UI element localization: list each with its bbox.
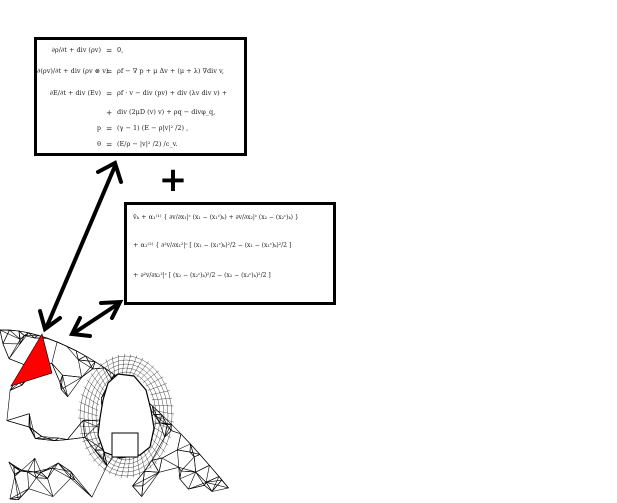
equation-row: ∂E/∂t + div (Ev) = ρf · v − div (pv) + div… (37, 89, 244, 99)
reconstruction-body: { ∂²v/∂x₁²|ᶜ [ (x₁ − (x₁ᶜ)ₖ)²/2 − (x₁ − … (155, 242, 292, 249)
equation-rhs: ρf − ∇ p + μ Δv + (μ + λ) ∇div v, (117, 67, 224, 75)
equation-rhs: ρf · v − div (pv) + div (λv div v) + (117, 89, 228, 97)
equation-relation: = (106, 67, 113, 76)
reconstruction-row: + α₁⁽²⁾ { ∂²v/∂x₁²|ᶜ [ (x₁ − (x₁ᶜ)ₖ)²/2 … (133, 241, 291, 249)
arrow-to-system-equations (38, 160, 123, 333)
equation-relation: = (106, 124, 113, 133)
reconstruction-prefix: + (133, 271, 141, 279)
equation-lhs: ∂ρ/∂t + div (ρv) (51, 46, 101, 54)
navier-stokes-equations-box: ∂ρ/∂t + div (ρv) = 0, ∂(ρv)/∂t + div (ρv ⊗ … (34, 37, 247, 156)
equation-rhs: div (2μD (v) v) + ρq − divφ_q, (117, 108, 216, 116)
reconstruction-body: ∂²v/∂x₂²|ᶜ [ (x₂ − (x₂ᶜ)ₖ)²/2 − (x₂ − (x… (140, 272, 271, 279)
equation-rhs: (E/ρ − |v|² /2) /c_v. (117, 140, 178, 148)
reconstruction-formula-box: v̄ₖ + α₁⁽¹⁾ { ∂v/∂x₁|ᶜ (x₁ − (x₁ᶜ)ₖ) + ∂… (124, 202, 336, 305)
reconstruction-prefix: + α₁⁽²⁾ (133, 241, 156, 249)
equation-row: ∂ρ/∂t + div (ρv) = 0, (37, 46, 244, 56)
equation-row: ∂(ρv)/∂t + div (ρv ⊗ v)= ρf − ∇ p + μ Δv … (37, 67, 244, 77)
equation-relation: = (106, 46, 113, 55)
equation-row: p = (γ − 1) (E − ρ|v|² /2) , (37, 124, 244, 134)
equation-lhs: ∂(ρv)/∂t + div (ρv ⊗ v) (37, 67, 109, 75)
equation-relation: = (106, 89, 113, 98)
equation-relation: + (106, 108, 113, 117)
equation-rhs: 0, (117, 46, 124, 54)
equation-relation: = (106, 140, 113, 149)
refined-mesh-around-obstacle (77, 353, 175, 479)
reconstruction-row: v̄ₖ + α₁⁽¹⁾ { ∂v/∂x₁|ᶜ (x₁ − (x₁ᶜ)ₖ) + ∂… (133, 213, 299, 221)
reconstruction-prefix: v̄ₖ + α₁⁽¹⁾ (133, 213, 164, 221)
equation-rhs: (γ − 1) (E − ρ|v|² /2) , (117, 124, 189, 132)
square-obstacle (111, 432, 139, 458)
highlighted-red-cell (10, 333, 53, 387)
reconstruction-row: + ∂²v/∂x₂²|ᶜ [ (x₂ − (x₂ᶜ)ₖ)²/2 − (x₂ − … (133, 271, 271, 279)
equation-row: + div (2μD (v) v) + ρq − divφ_q, (37, 108, 244, 118)
equation-lhs: ∂E/∂t + div (Ev) (49, 89, 101, 97)
plus-symbol: + (158, 160, 188, 200)
reconstruction-body: { ∂v/∂x₁|ᶜ (x₁ − (x₁ᶜ)ₖ) + ∂v/∂x₂|ᶜ (x₂ … (163, 214, 299, 221)
equation-lhs: p (96, 124, 101, 132)
arrow-to-reconstruction-equations (68, 299, 124, 338)
equation-lhs: θ (97, 140, 101, 148)
equation-row: θ = (E/ρ − |v|² /2) /c_v. (37, 140, 244, 150)
